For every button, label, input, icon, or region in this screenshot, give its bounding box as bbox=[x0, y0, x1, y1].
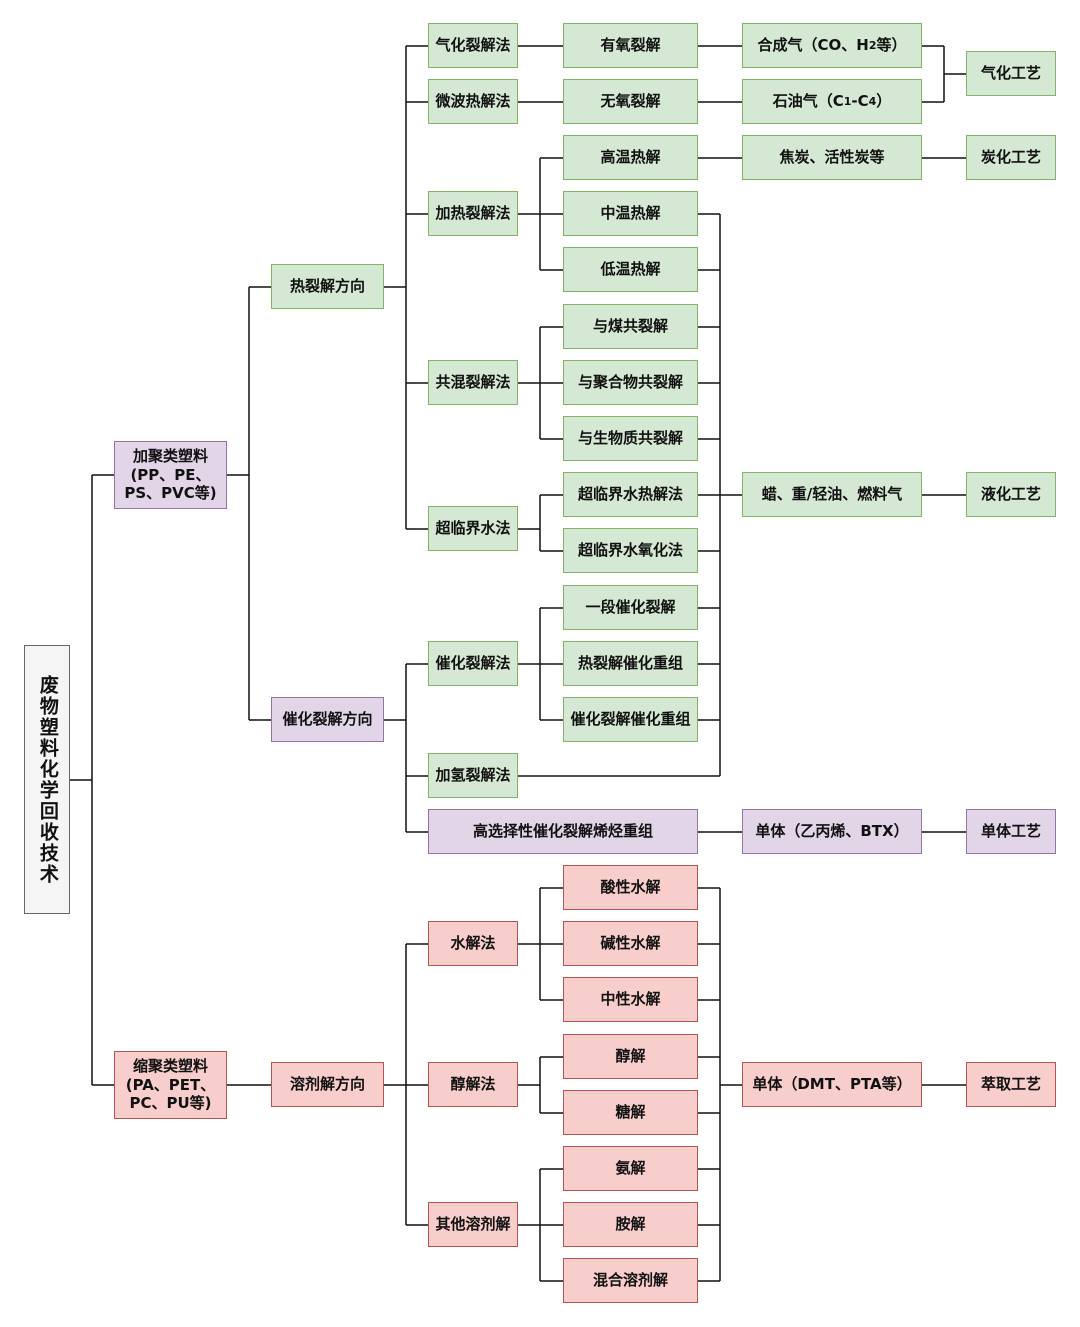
sub-high-temp: 高温热解 bbox=[563, 135, 698, 180]
method-supercritical: 超临界水法 bbox=[428, 506, 518, 551]
product-monomer-dmt: 单体（DMT、PTA等） bbox=[742, 1062, 922, 1107]
method-microwave: 微波热解法 bbox=[428, 79, 518, 124]
method-copyrolysis: 共混裂解法 bbox=[428, 360, 518, 405]
thermal-direction-node: 热裂解方向 bbox=[271, 264, 384, 309]
sub-cat-reform: 催化裂解催化重组 bbox=[563, 697, 698, 742]
sub-anaerobic: 无氧裂解 bbox=[563, 79, 698, 124]
catalytic-direction-node: 催化裂解方向 bbox=[271, 697, 384, 742]
petgas-suffix: ） bbox=[876, 92, 892, 111]
root-node: 废物塑料化学回收技术 bbox=[24, 645, 70, 914]
method-gasification: 气化裂解法 bbox=[428, 23, 518, 68]
sub-scw-oxidation: 超临界水氧化法 bbox=[563, 528, 698, 573]
petgas-prefix: 石油气（C bbox=[772, 92, 844, 111]
sub-scw-pyrolysis: 超临界水热解法 bbox=[563, 472, 698, 517]
sub-amine: 胺解 bbox=[563, 1202, 698, 1247]
sub-with-coal: 与煤共裂解 bbox=[563, 304, 698, 349]
petgas-mid: -C bbox=[851, 92, 869, 111]
syngas-prefix: 合成气（CO、H bbox=[757, 36, 869, 55]
product-wax-oil: 蜡、重/轻油、燃料气 bbox=[742, 472, 922, 517]
method-selective-cracking: 高选择性催化裂解烯烃重组 bbox=[428, 809, 698, 854]
sub-aerobic: 有氧裂解 bbox=[563, 23, 698, 68]
sub-one-stage: 一段催化裂解 bbox=[563, 585, 698, 630]
process-gasify: 气化工艺 bbox=[966, 51, 1056, 96]
sub-acid: 酸性水解 bbox=[563, 865, 698, 910]
sub-mid-temp: 中温热解 bbox=[563, 191, 698, 236]
sub-with-polymer: 与聚合物共裂解 bbox=[563, 360, 698, 405]
condensation-plastics-node: 缩聚类塑料 (PA、PET、 PC、PU等) bbox=[114, 1051, 227, 1119]
sub-glycol: 糖解 bbox=[563, 1090, 698, 1135]
method-heating: 加热裂解法 bbox=[428, 191, 518, 236]
process-liquefy: 液化工艺 bbox=[966, 472, 1056, 517]
method-hydrocracking: 加氢裂解法 bbox=[428, 753, 518, 798]
process-carbonize: 炭化工艺 bbox=[966, 135, 1056, 180]
sub-low-temp: 低温热解 bbox=[563, 247, 698, 292]
method-other-solvolysis: 其他溶剂解 bbox=[428, 1202, 518, 1247]
method-alcoholysis: 醇解法 bbox=[428, 1062, 518, 1107]
product-coke: 焦炭、活性炭等 bbox=[742, 135, 922, 180]
method-hydrolysis: 水解法 bbox=[428, 921, 518, 966]
method-catalytic-cracking: 催化裂解法 bbox=[428, 641, 518, 686]
sub-pyro-reform: 热裂解催化重组 bbox=[563, 641, 698, 686]
sub-ammonia: 氨解 bbox=[563, 1146, 698, 1191]
sub-with-biomass: 与生物质共裂解 bbox=[563, 416, 698, 461]
process-extract: 萃取工艺 bbox=[966, 1062, 1056, 1107]
sub-alkaline: 碱性水解 bbox=[563, 921, 698, 966]
product-monomer-olefin: 单体（乙丙烯、BTX） bbox=[742, 809, 922, 854]
sub-neutral: 中性水解 bbox=[563, 977, 698, 1022]
process-monomer: 单体工艺 bbox=[966, 809, 1056, 854]
syngas-suffix: 等） bbox=[876, 36, 907, 55]
sub-alcohol: 醇解 bbox=[563, 1034, 698, 1079]
sub-mixed: 混合溶剂解 bbox=[563, 1258, 698, 1303]
addition-plastics-node: 加聚类塑料 (PP、PE、 PS、PVC等) bbox=[114, 441, 227, 509]
solvent-direction-node: 溶剂解方向 bbox=[271, 1062, 384, 1107]
